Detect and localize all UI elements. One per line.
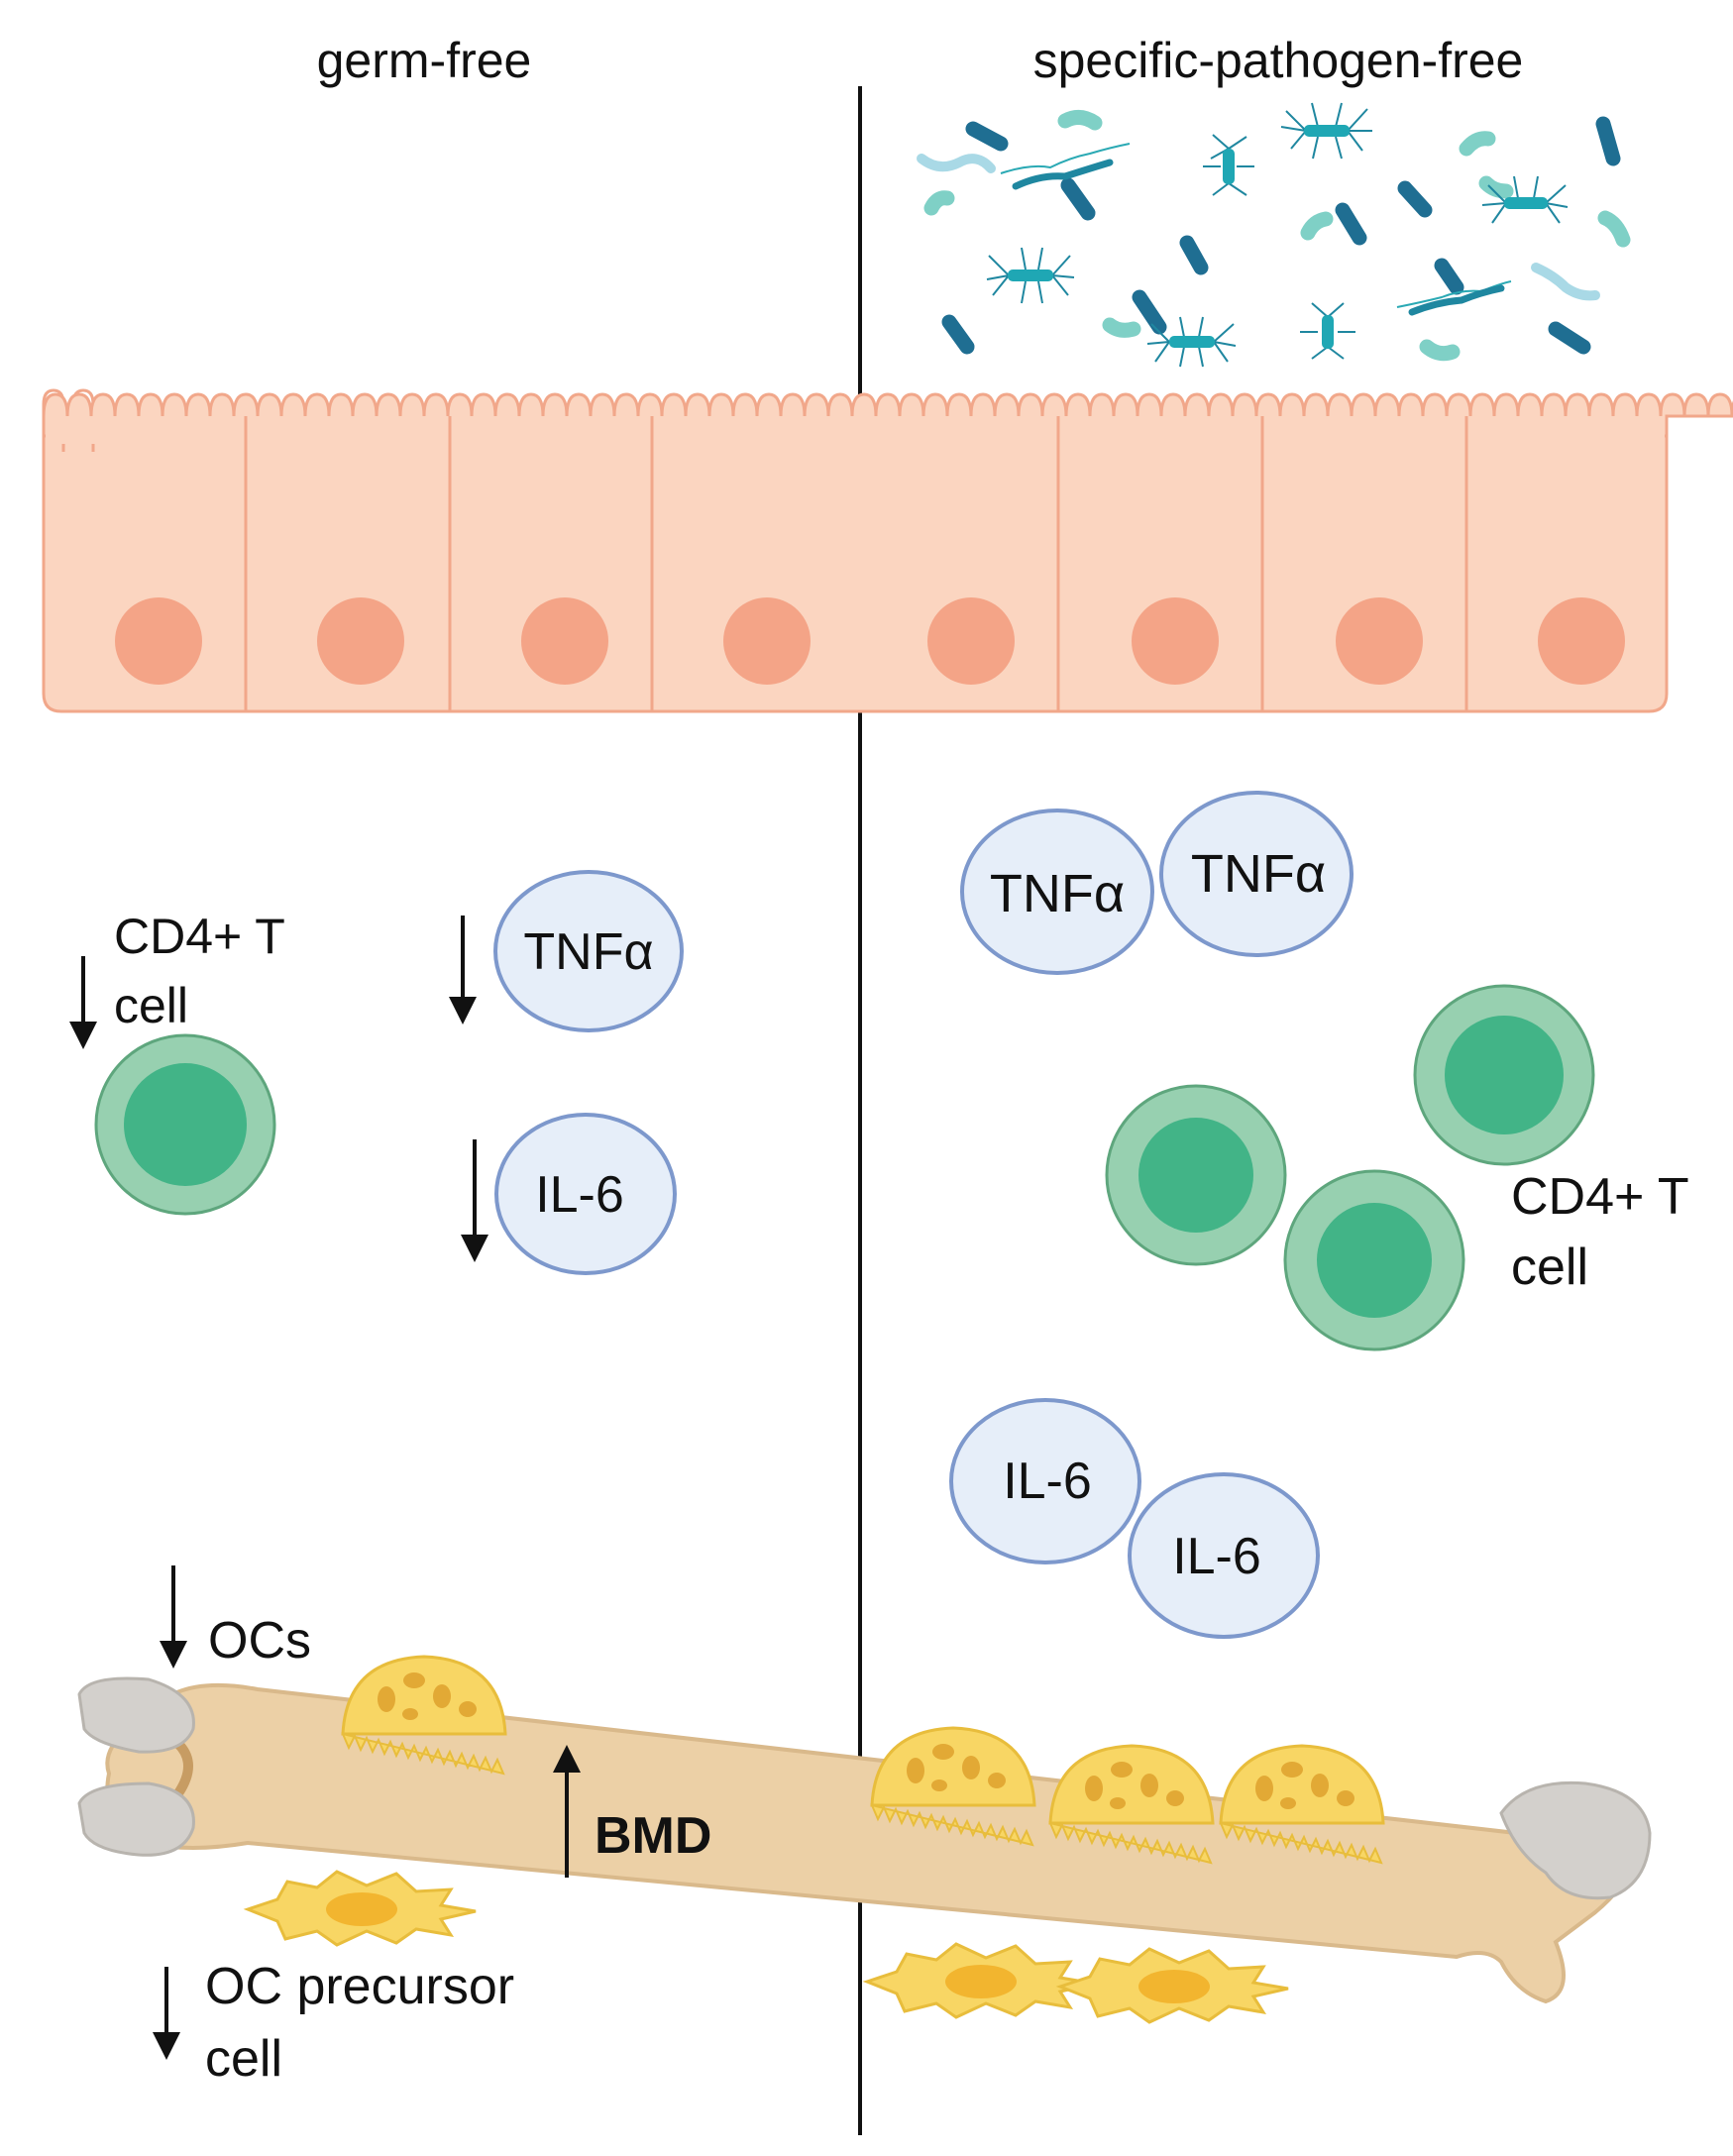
- oc-precursor-icon: [1058, 1947, 1290, 2024]
- bmd-label: BMD: [595, 1807, 711, 1865]
- right-il6-label-1: IL-6: [1003, 1453, 1092, 1510]
- right-il6-label-2: IL-6: [1172, 1528, 1261, 1585]
- tnf-cytokine-icon: [1159, 791, 1354, 957]
- left-ocs-label: OCs: [208, 1612, 311, 1670]
- left-t-cell-label-line1: CD4+ T: [114, 909, 285, 964]
- il6-cytokine-icon: [1128, 1472, 1320, 1639]
- right-t-cell-label-line1: CD4+ T: [1511, 1168, 1689, 1226]
- heading-spf: specific-pathogen-free: [1033, 33, 1524, 88]
- epithelium-icon: [42, 388, 1733, 713]
- bone-icon: [77, 1676, 1652, 2004]
- left-il6-label: IL-6: [535, 1166, 624, 1224]
- right-tnf-label-2: TNFα: [1191, 844, 1326, 904]
- il6-cytokine-icon: [949, 1398, 1141, 1564]
- oc-precursor-icon: [246, 1870, 478, 1947]
- tnf-cytokine-icon: [493, 870, 684, 1032]
- il6-cytokine-icon: [494, 1113, 677, 1275]
- t-cell-icon: [1413, 984, 1595, 1166]
- right-tnf-label-1: TNFα: [990, 864, 1125, 923]
- left-t-cell-label-line2: cell: [114, 978, 188, 1033]
- left-precursor-label-line1: OC precursor: [205, 1958, 514, 2015]
- t-cell-icon: [94, 1033, 276, 1216]
- t-cell-icon: [1105, 1084, 1287, 1266]
- right-t-cell-label-line2: cell: [1511, 1239, 1588, 1296]
- heading-germ-free: germ-free: [317, 33, 532, 88]
- left-tnf-label: TNFα: [523, 923, 653, 981]
- tnf-cytokine-icon: [960, 808, 1154, 975]
- bacteria-cluster-icon: [917, 102, 1631, 368]
- left-precursor-label-line2: cell: [205, 2030, 282, 2088]
- oc-precursor-icon: [865, 1942, 1097, 2019]
- t-cell-icon: [1283, 1169, 1465, 1351]
